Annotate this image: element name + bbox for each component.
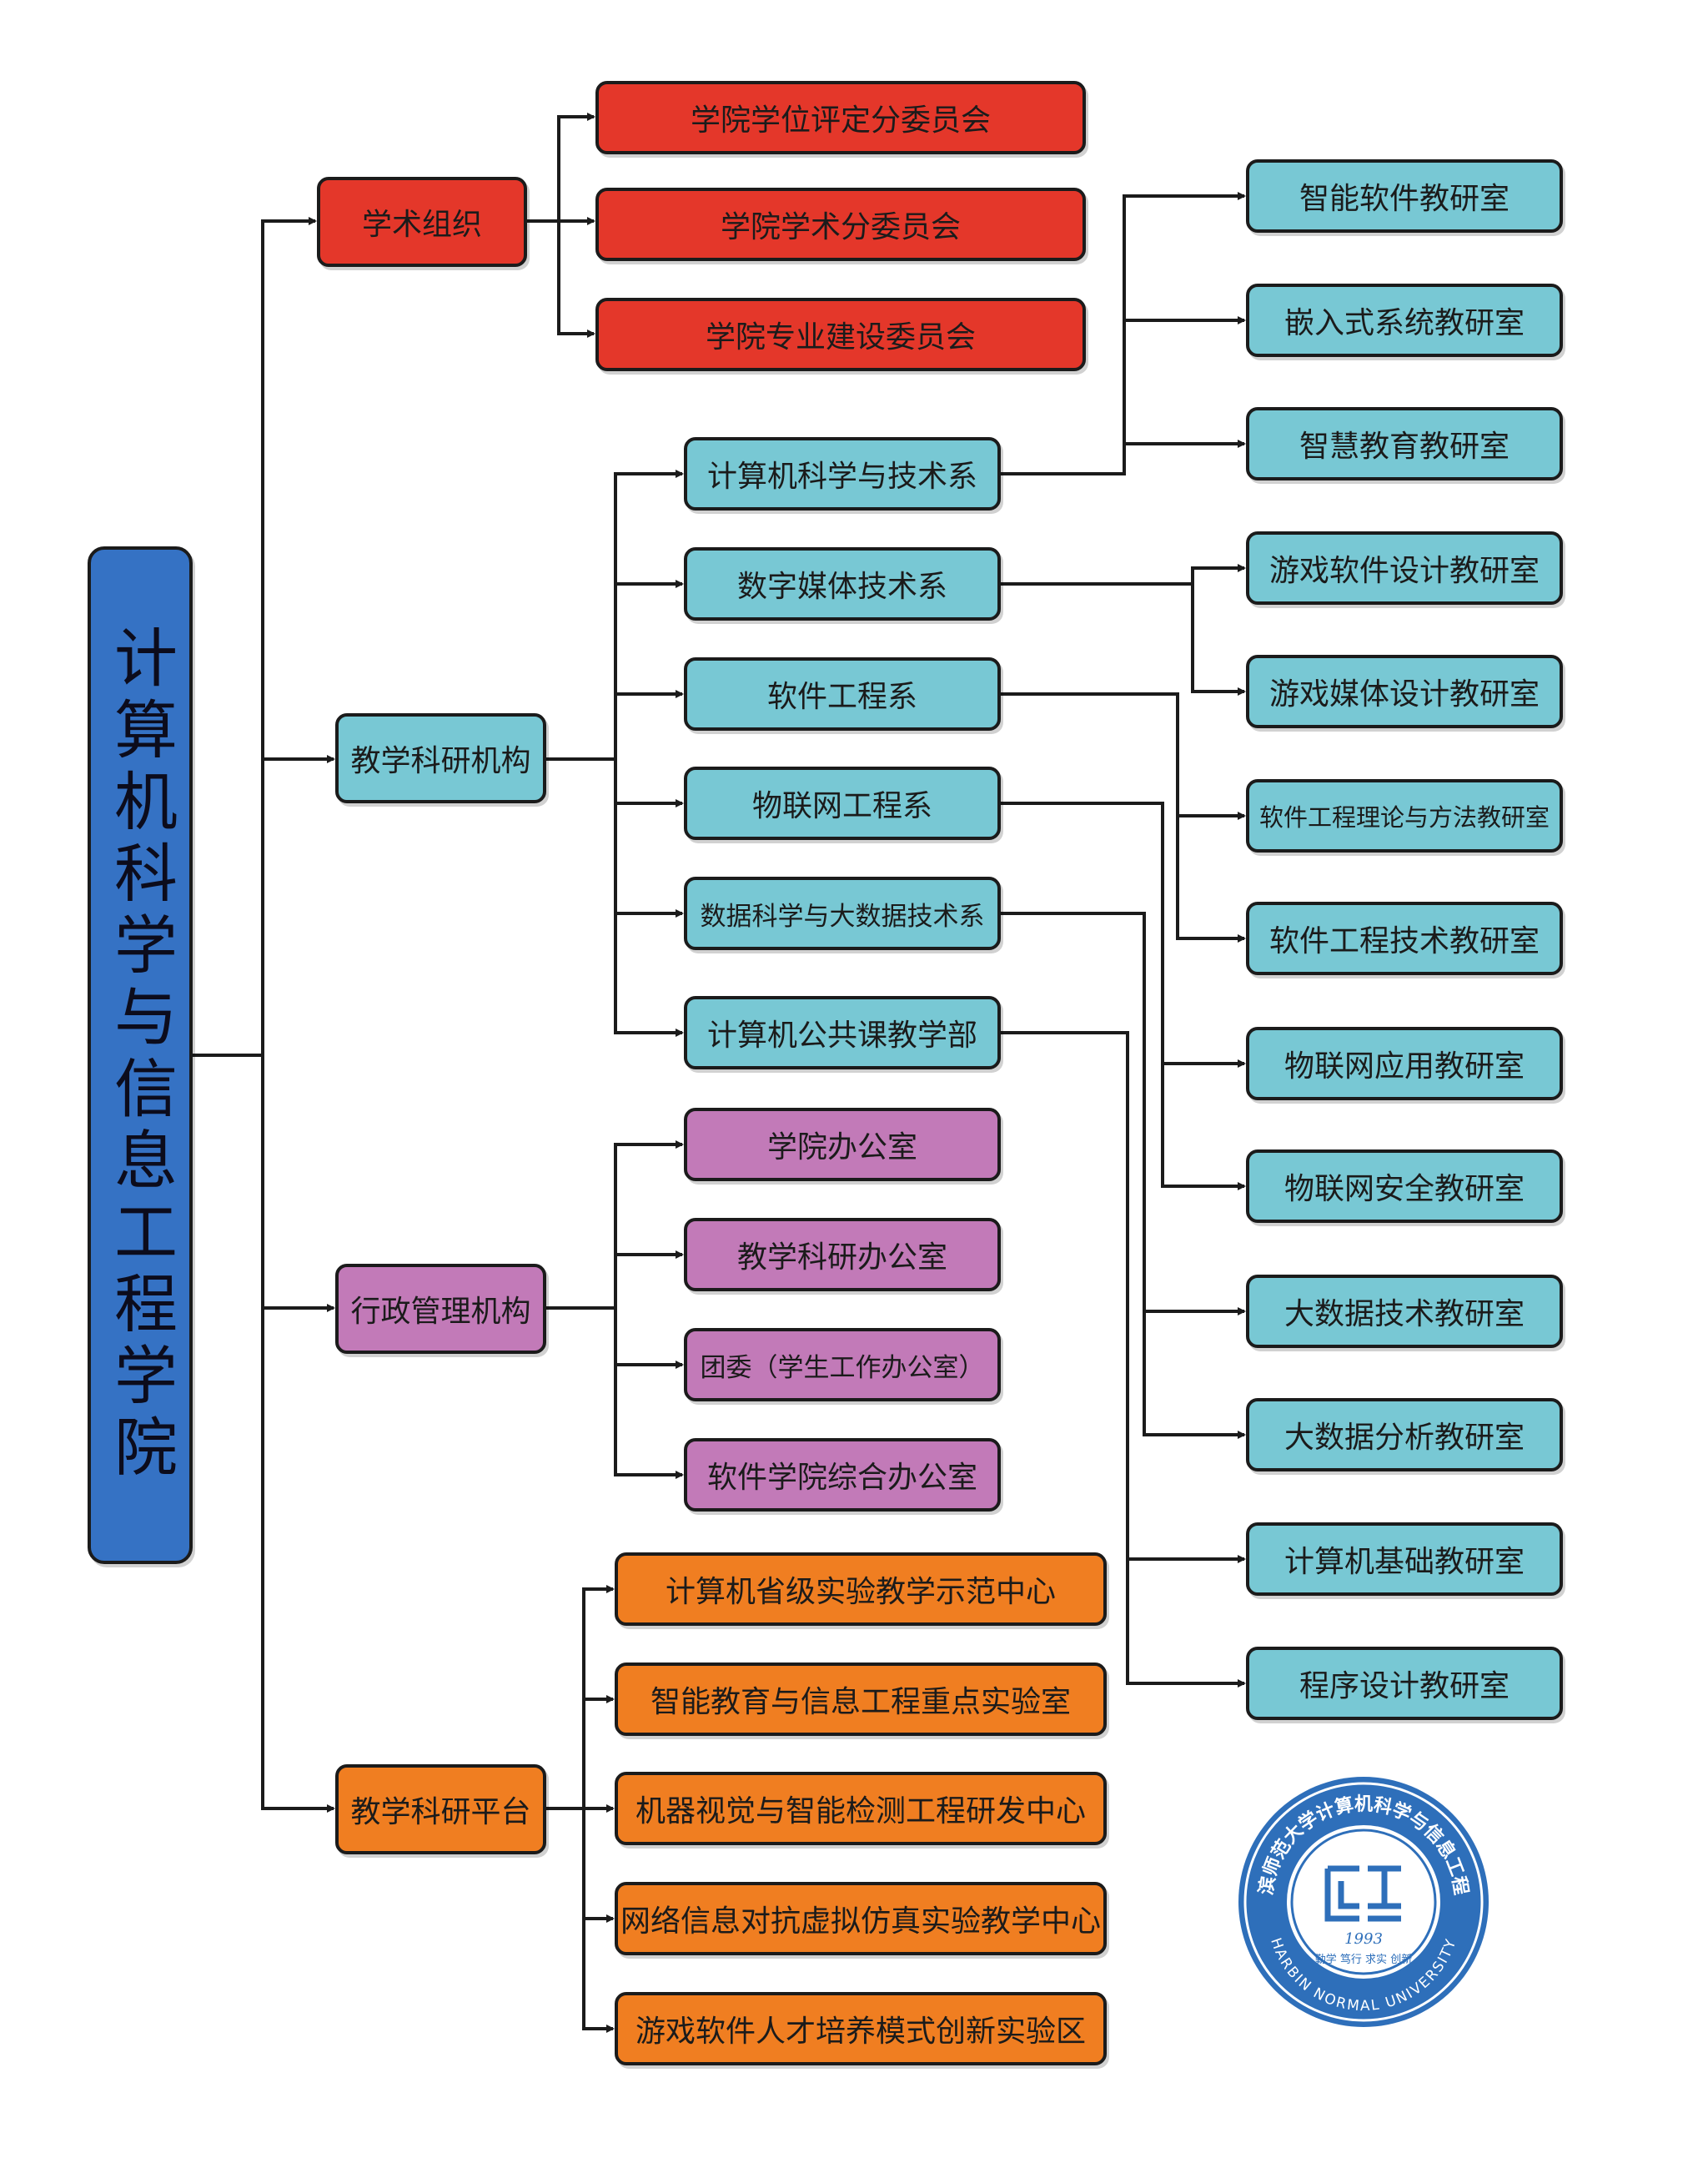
edge-platform-2 [546, 1695, 615, 1810]
edge-pub-lab-2 [1001, 1031, 1246, 1688]
dept-digital-media: 数字媒体技术系 [684, 547, 1001, 621]
lab-iot-application: 物联网应用教研室 [1246, 1027, 1563, 1100]
edge-iot-lab-1 [1001, 802, 1246, 1068]
lab-big-data-analysis: 大数据分析教研室 [1246, 1398, 1563, 1471]
academic-degree-committee: 学院学位评定分委员会 [595, 81, 1086, 154]
admin-college-office: 学院办公室 [684, 1108, 1001, 1181]
edge-dm-lab-2 [1001, 582, 1246, 696]
platform-provincial-demo-center: 计算机省级实验教学示范中心 [615, 1552, 1107, 1626]
edge-root-teaching [193, 755, 335, 1057]
branch-teaching-platform: 教学科研平台 [335, 1764, 546, 1854]
lab-embedded-systems: 嵌入式系统教研室 [1246, 284, 1563, 357]
edge-admin-4 [546, 1306, 684, 1479]
admin-youth-league: 团委（学生工作办公室） [684, 1328, 1001, 1401]
edge-ds-lab-1 [1001, 912, 1246, 1315]
edge-platform-4 [546, 1807, 615, 1923]
dept-iot-engineering: 物联网工程系 [684, 767, 1001, 840]
dept-public-computer-courses: 计算机公共课教学部 [684, 996, 1001, 1069]
admin-teaching-research-office: 教学科研办公室 [684, 1218, 1001, 1291]
dept-computer-science: 计算机科学与技术系 [684, 437, 1001, 511]
university-seal: 哈尔滨师范大学计算机科学与信息工程学院 HARBIN NORMAL UNIVER… [1225, 1756, 1493, 2031]
root-title: 计算机科学与信息工程学院 [103, 625, 178, 1486]
academic-committee: 学院学术分委员会 [595, 188, 1086, 261]
lab-computer-fundamentals: 计算机基础教研室 [1246, 1522, 1563, 1596]
lab-smart-education: 智慧教育教研室 [1246, 407, 1563, 480]
branch-administration: 行政管理机构 [335, 1264, 546, 1354]
platform-key-laboratory: 智能教育与信息工程重点实验室 [615, 1663, 1107, 1736]
root-college-node: 计算机科学与信息工程学院 [88, 546, 193, 1564]
lab-game-software-design: 游戏软件设计教研室 [1246, 531, 1563, 605]
edge-cs-lab-3 [1001, 440, 1246, 475]
dept-software-engineering: 软件工程系 [684, 657, 1001, 731]
edge-ds-lab-2 [1001, 912, 1246, 1439]
edge-academic-3 [527, 219, 595, 338]
lab-programming-design: 程序设计教研室 [1246, 1647, 1563, 1720]
platform-game-talent-zone: 游戏软件人才培养模式创新实验区 [615, 1992, 1107, 2065]
lab-big-data-technology: 大数据技术教研室 [1246, 1275, 1563, 1348]
edge-dm-lab-1 [1001, 564, 1246, 586]
edge-pub-lab-1 [1001, 1031, 1246, 1563]
lab-intelligent-software: 智能软件教研室 [1246, 159, 1563, 233]
edge-teaching-3 [546, 690, 684, 761]
lab-software-technology: 软件工程技术教研室 [1246, 902, 1563, 975]
edge-root-academic [193, 217, 317, 1057]
svg-text:勤学 笃行 求实 创新: 勤学 笃行 求实 创新 [1315, 1953, 1412, 1966]
edge-teaching-6 [546, 757, 684, 1037]
platform-network-simulation-center: 网络信息对抗虚拟仿真实验教学中心 [615, 1882, 1107, 1955]
edge-se-lab-2 [1001, 692, 1246, 943]
edge-iot-lab-2 [1001, 802, 1246, 1190]
lab-iot-security: 物联网安全教研室 [1246, 1149, 1563, 1223]
lab-game-media-design: 游戏媒体设计教研室 [1246, 655, 1563, 728]
platform-machine-vision-center: 机器视觉与智能检测工程研发中心 [615, 1772, 1107, 1845]
program-construction-committee: 学院专业建设委员会 [595, 298, 1086, 371]
admin-software-college-office: 软件学院综合办公室 [684, 1438, 1001, 1512]
dept-data-science: 数据科学与大数据技术系 [684, 877, 1001, 950]
edge-academic-1 [527, 113, 595, 223]
seal-emblem-icon [1324, 1865, 1401, 1922]
svg-text:1993: 1993 [1344, 1930, 1383, 1948]
edge-se-lab-1 [1001, 692, 1246, 820]
lab-software-theory-methods: 软件工程理论与方法教研室 [1246, 779, 1563, 853]
branch-teaching-research: 教学科研机构 [335, 713, 546, 803]
edge-root-platform [193, 1054, 335, 1813]
edge-platform-5 [546, 1807, 615, 2033]
edge-admin-2 [546, 1250, 684, 1310]
branch-academic-organization: 学术组织 [317, 177, 527, 267]
